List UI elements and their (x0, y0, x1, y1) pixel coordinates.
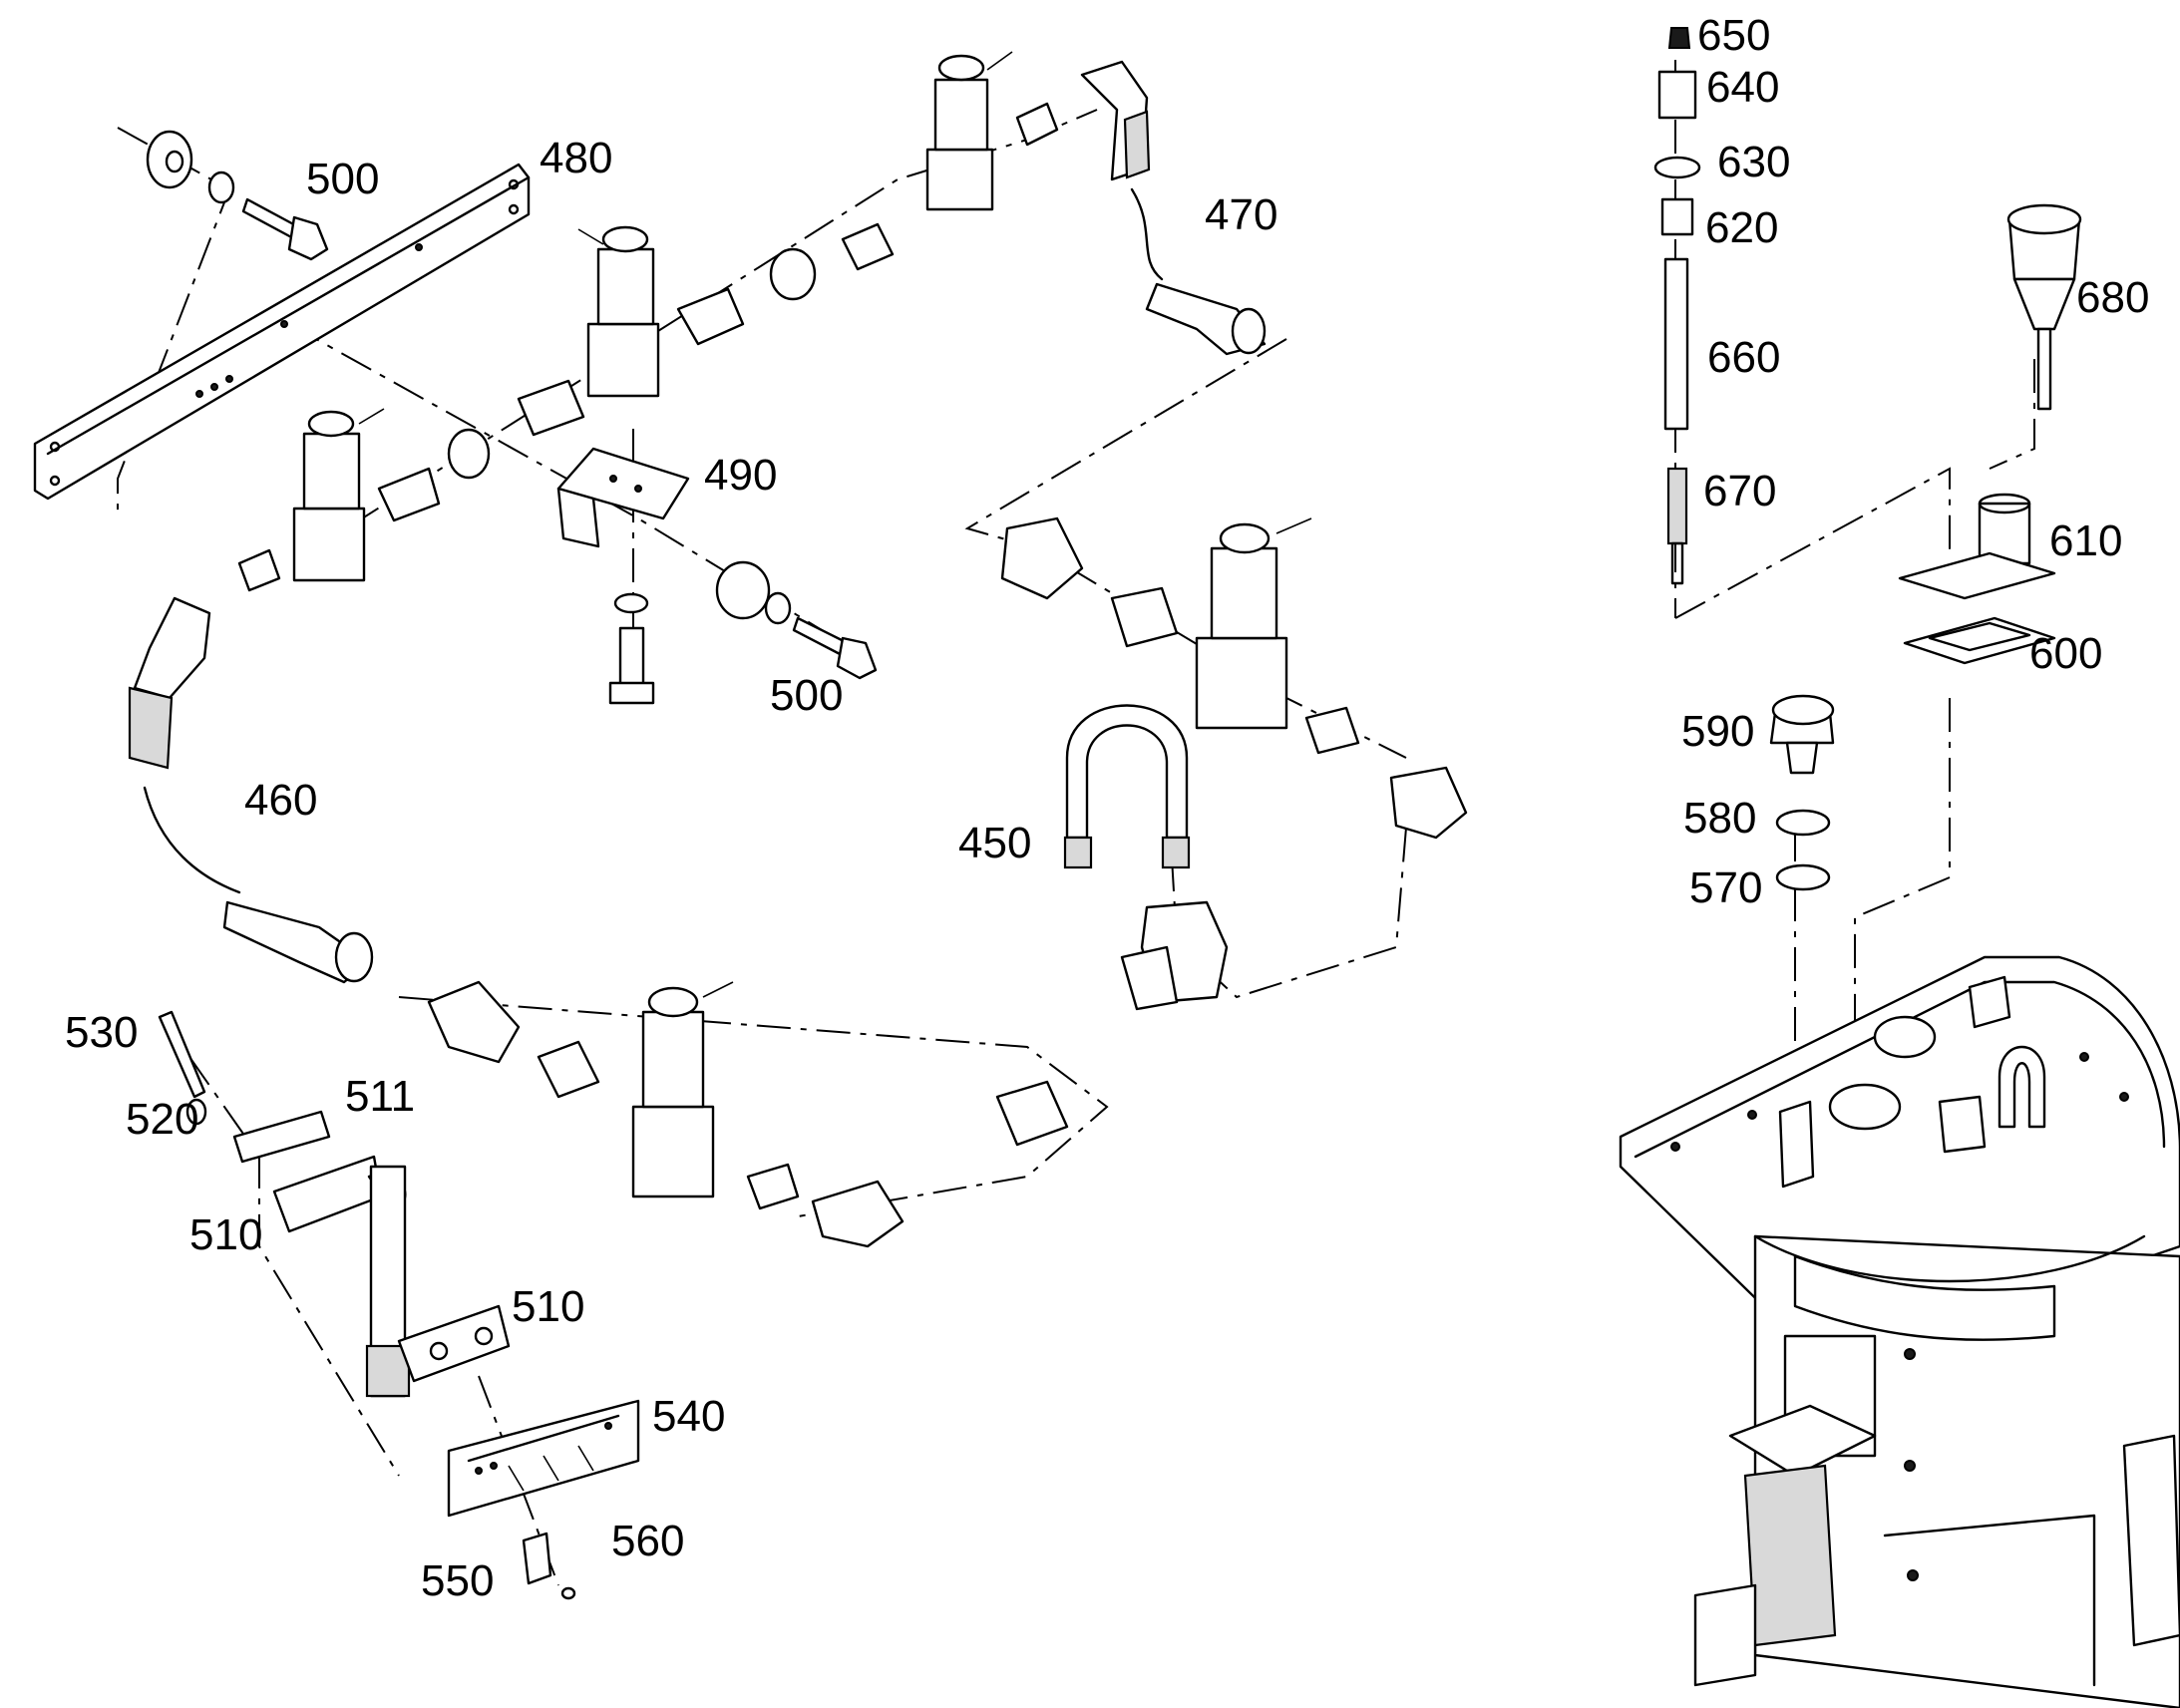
callout-500-middle: 500 (770, 671, 843, 720)
callout-460: 460 (244, 776, 317, 825)
bracket-490-assembly (556, 447, 878, 705)
callout-550: 550 (421, 1556, 494, 1605)
clamp-assembly-510 (158, 1010, 511, 1398)
callout-530: 530 (65, 1008, 138, 1057)
sensor-680 (2006, 203, 2082, 411)
callout-510-upper: 510 (189, 1210, 262, 1259)
callout-580: 580 (1683, 794, 1756, 843)
callout-470: 470 (1205, 190, 1277, 239)
callout-450: 450 (958, 819, 1031, 867)
cap-and-seals-570-590 (1769, 694, 1835, 891)
callout-511: 511 (345, 1072, 415, 1121)
callout-510-lower: 510 (512, 1282, 584, 1331)
callout-610: 610 (2049, 516, 2122, 565)
mounting-plates-600-610 (1898, 493, 2056, 665)
callout-labels: 650 640 630 620 660 670 680 610 600 590 … (65, 11, 2149, 1605)
callout-480: 480 (540, 134, 612, 182)
terminal-plate-540 (447, 1399, 640, 1600)
callout-520: 520 (126, 1095, 198, 1144)
callout-650: 650 (1697, 11, 1770, 60)
callout-680: 680 (2076, 273, 2149, 322)
callout-620: 620 (1705, 203, 1778, 252)
callout-540: 540 (652, 1392, 725, 1441)
mounting-bar-480 (33, 163, 531, 501)
callout-570: 570 (1689, 863, 1762, 912)
callout-560: 560 (611, 1517, 684, 1565)
main-vessel-housing (1619, 955, 2180, 1708)
callout-490: 490 (704, 451, 777, 500)
valve-chain-lower (427, 980, 1069, 1248)
probe-stack-650-670 (1653, 27, 1701, 585)
callout-660: 660 (1707, 333, 1780, 382)
callout-590: 590 (1681, 707, 1754, 756)
callout-640: 640 (1706, 63, 1779, 112)
valve-chain-upper (237, 51, 1267, 592)
callout-630: 630 (1717, 138, 1790, 186)
callout-600: 600 (2029, 629, 2102, 678)
bolt-washer-set-500-top (146, 130, 329, 261)
callout-670: 670 (1703, 467, 1776, 515)
callout-500-top: 500 (306, 155, 379, 203)
hose-460 (128, 596, 374, 984)
u-tube-450-assembly (1000, 516, 1468, 1011)
